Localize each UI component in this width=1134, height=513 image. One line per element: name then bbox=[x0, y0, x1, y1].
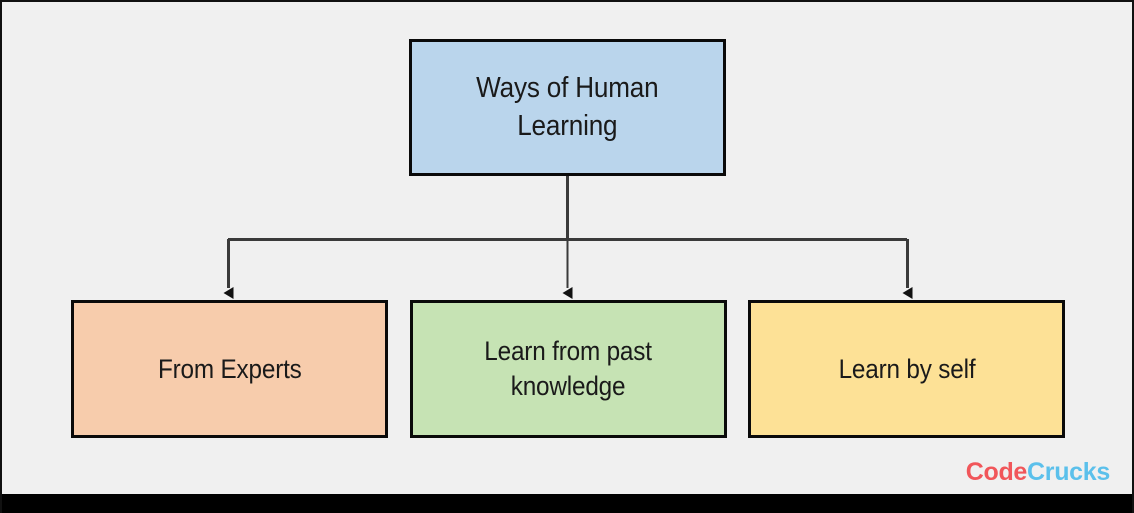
node-root-label: Ways of Human Learning bbox=[476, 72, 659, 142]
watermark-part-crucks: Crucks bbox=[1027, 458, 1110, 486]
node-past-label: Learn from past knowledge bbox=[484, 336, 653, 401]
watermark-codecrucks: CodeCrucks bbox=[965, 458, 1111, 487]
node-learn-from-past-knowledge[interactable]: Learn from past knowledge bbox=[410, 300, 727, 438]
node-from-experts[interactable]: From Experts bbox=[71, 300, 388, 438]
bottom-black-band bbox=[2, 494, 1132, 513]
node-learn-by-self[interactable]: Learn by self bbox=[748, 300, 1065, 438]
watermark-part-code: Code bbox=[965, 458, 1028, 486]
node-ways-of-human-learning[interactable]: Ways of Human Learning bbox=[409, 39, 726, 176]
node-experts-label: From Experts bbox=[157, 353, 302, 384]
node-self-label: Learn by self bbox=[838, 353, 975, 384]
